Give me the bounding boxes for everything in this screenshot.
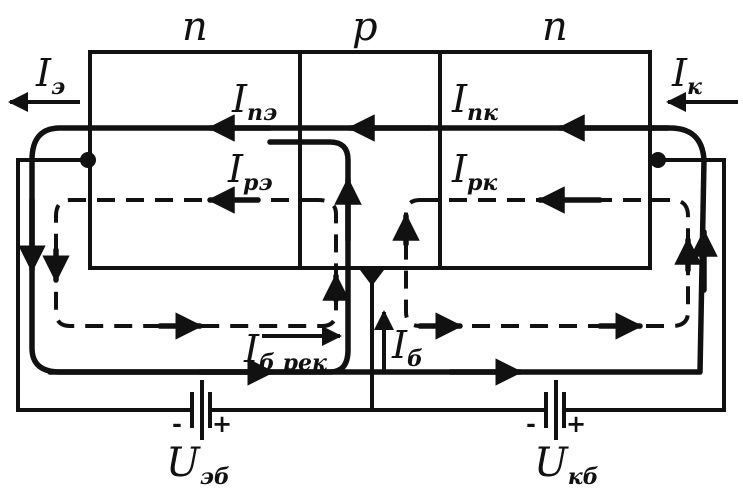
region-label-emitter: n (182, 4, 208, 50)
collector-contact (650, 152, 666, 168)
collector-base-battery (544, 380, 566, 440)
label-emitter-current: Iэ (35, 51, 65, 100)
label-hole-emitter-current: Iрэ (227, 147, 273, 196)
hole-current-emitter-loop (54, 198, 338, 328)
collector-source-positive-sign: + (566, 409, 586, 438)
emitter-source-negative-sign: - (172, 409, 182, 438)
label-emitter-base-voltage: Uэб (166, 440, 230, 490)
emitter-base-battery (190, 380, 212, 440)
label-electron-collector-current: Iпк (451, 77, 498, 126)
collector-circuit-wire (564, 158, 726, 412)
emitter-contact (80, 152, 96, 168)
base-contact (360, 270, 384, 286)
region-label-base: p (352, 4, 378, 50)
label-hole-collector-current: Iрк (451, 147, 497, 196)
region-label-collector: n (542, 4, 568, 50)
emitter-source-positive-sign: + (212, 409, 232, 438)
transistor-body (88, 50, 652, 270)
electron-current-top-line (29, 125, 707, 375)
hole-current-collector-loop (404, 198, 690, 328)
label-base-current: Iб (391, 323, 423, 372)
recombination-loop (47, 139, 351, 375)
label-collector-base-voltage: Uкб (534, 440, 599, 490)
collector-source-negative-sign: - (526, 409, 536, 438)
label-electron-emitter-current: Iпэ (231, 77, 277, 126)
emitter-circuit-wire (16, 158, 192, 412)
label-recombination-current: Iб рек (243, 327, 327, 376)
label-collector-current: Iк (671, 51, 702, 100)
